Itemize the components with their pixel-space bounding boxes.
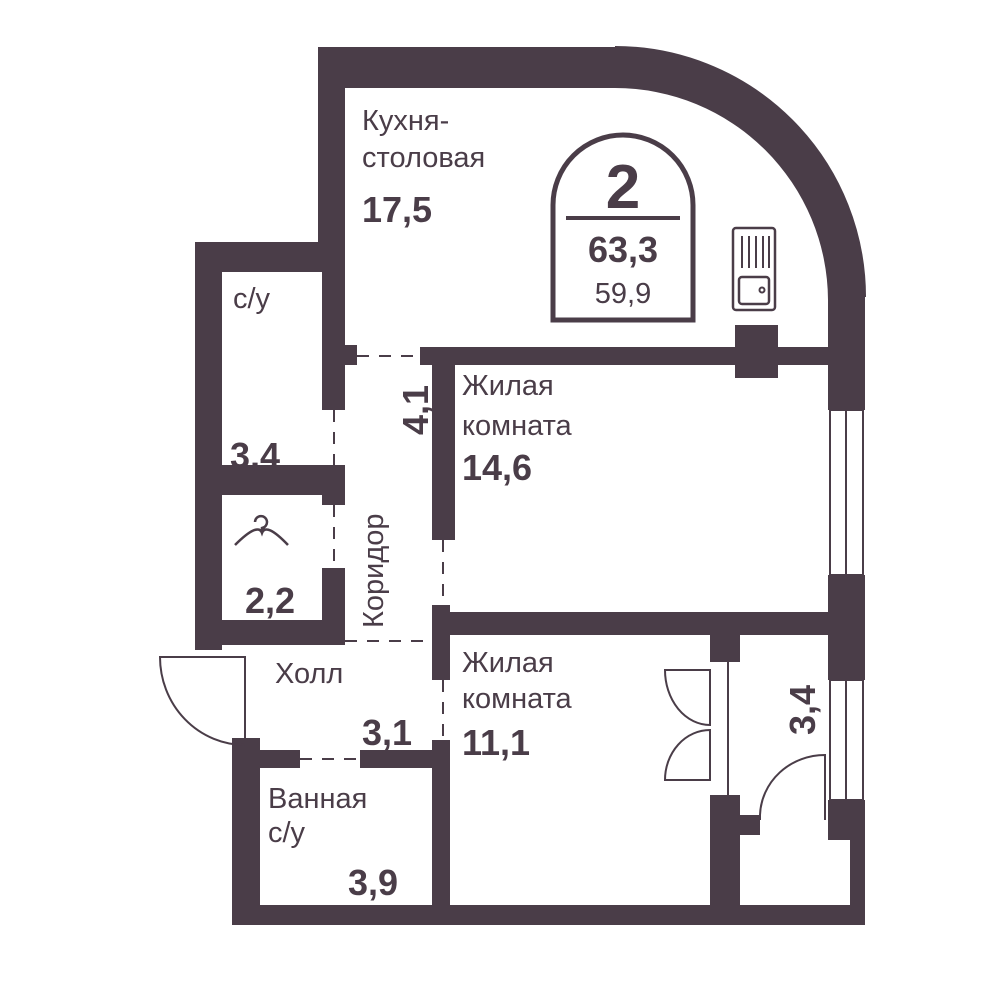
corridor-area: 4,1 [395, 385, 436, 435]
living-area: 59,9 [595, 278, 651, 310]
wc-area: 3,4 [230, 435, 280, 476]
sink-icon [731, 226, 777, 312]
living1-area: 14,6 [462, 447, 532, 488]
door-openings [300, 355, 444, 760]
bathroom-area: 3,9 [348, 862, 398, 903]
living1-label: Жилая [462, 370, 554, 402]
entry-door [158, 656, 246, 747]
living2-label: Жилая [462, 647, 554, 679]
living2-area: 11,1 [462, 722, 530, 763]
hanger-icon [234, 514, 289, 546]
total-area: 63,3 [588, 229, 658, 270]
bathroom-label: Ванная [268, 783, 367, 815]
wc-label: с/у [233, 283, 271, 315]
hall-label: Холл [275, 658, 343, 690]
rooms-count: 2 [606, 153, 640, 222]
kitchen-label: Кухня- [362, 105, 449, 137]
wardrobe-door-bottom [663, 728, 711, 781]
hall-area: 3,1 [362, 712, 412, 753]
badge: 2 63,3 59,9 [550, 132, 696, 323]
living1-label-2: комната [462, 410, 573, 442]
doors[interactable] [158, 656, 826, 820]
living2-label-2: комната [462, 683, 573, 715]
closet-area: 2,2 [245, 580, 295, 621]
wardrobe-door-top [663, 669, 711, 727]
kitchen-area: 17,5 [362, 189, 432, 230]
corridor-label: Коридор [358, 513, 390, 628]
loggia-door [759, 753, 826, 820]
loggia-area: 3,4 [782, 685, 823, 735]
bathroom-label-2: с/у [268, 817, 306, 849]
kitchen-label-2: столовая [362, 142, 485, 174]
walls [195, 46, 866, 925]
